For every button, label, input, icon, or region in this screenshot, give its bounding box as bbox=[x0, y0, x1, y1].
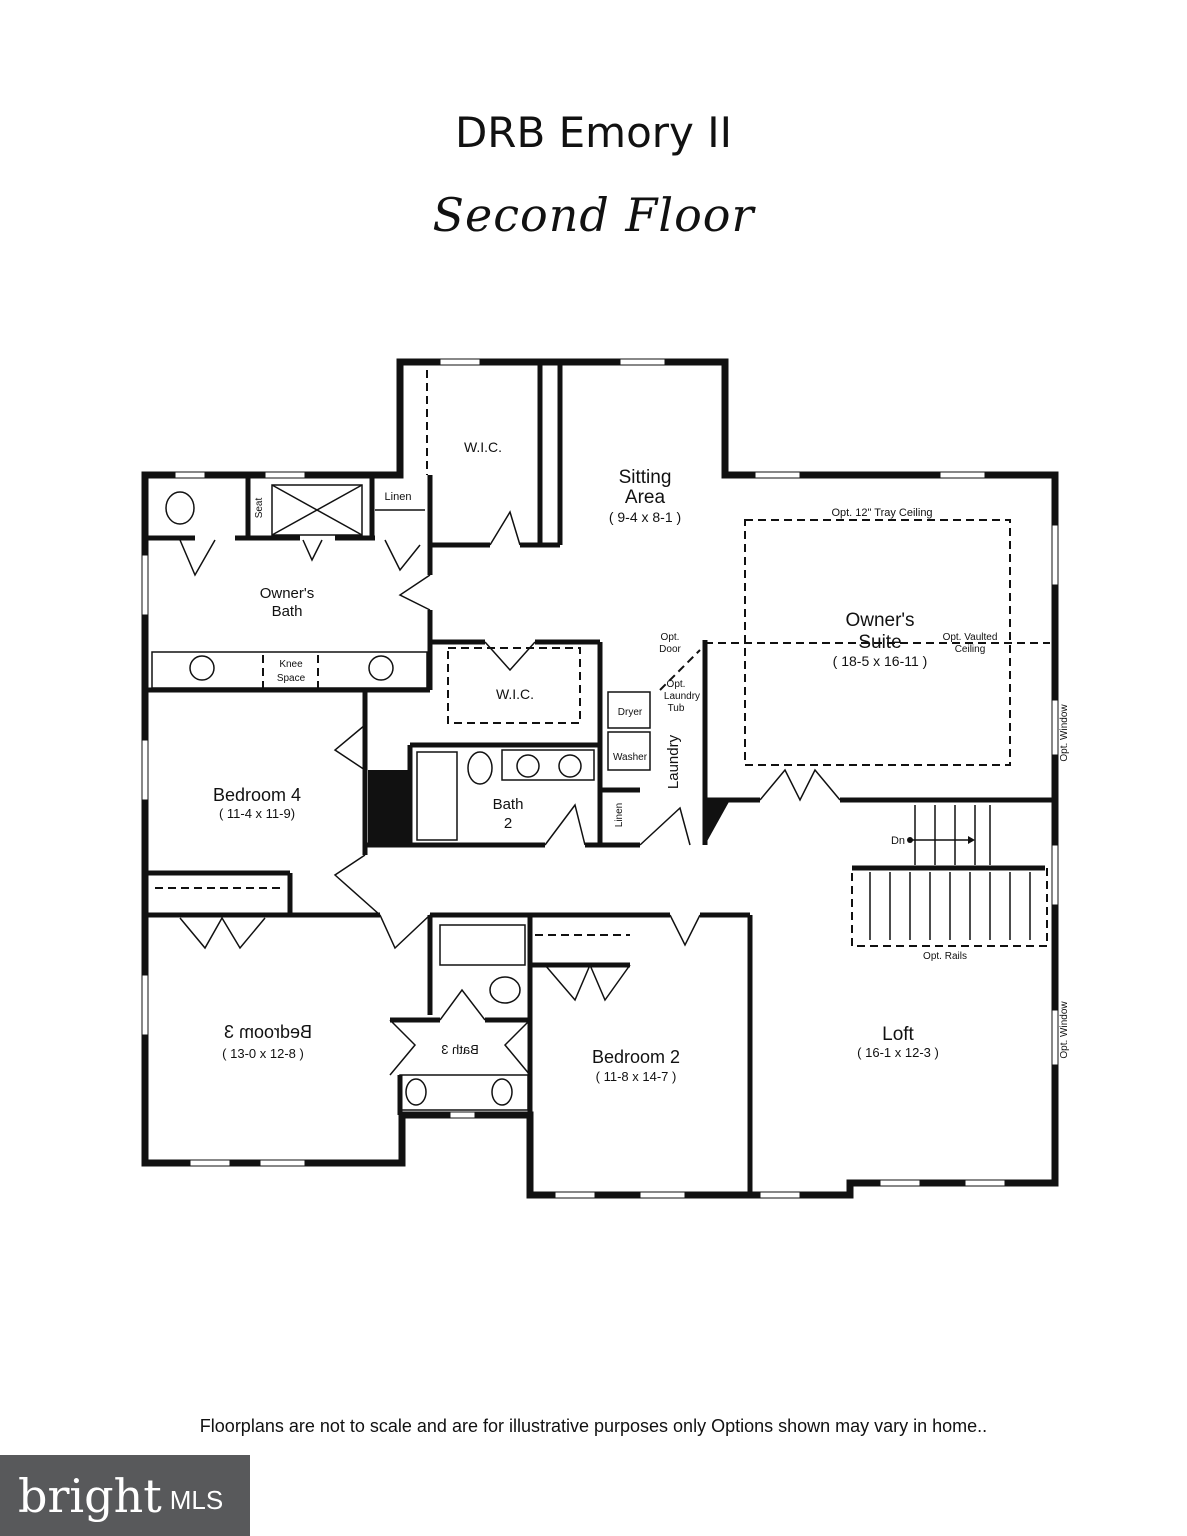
label-bedroom-4-dims: ( 11-4 x 11-9) bbox=[219, 806, 295, 821]
staircase bbox=[851, 805, 1048, 947]
label-bedroom-3: Bedroom 3 bbox=[224, 1022, 312, 1042]
doors bbox=[179, 510, 841, 1076]
label-owners-suite-2: Suite bbox=[858, 632, 901, 653]
label-owners-suite-dims: ( 18-5 x 16-11 ) bbox=[833, 653, 928, 669]
label-loft: Loft bbox=[882, 1024, 914, 1045]
label-sitting-area: Sitting bbox=[619, 467, 672, 488]
label-laundry-tub-2: Laundry bbox=[664, 691, 700, 702]
label-opt-door: Opt. bbox=[661, 632, 680, 643]
label-vaulted-2: Ceiling bbox=[955, 644, 986, 655]
label-loft-dims: ( 16-1 x 12-3 ) bbox=[857, 1045, 939, 1060]
label-knee-2: Space bbox=[277, 673, 306, 684]
bright-mls-logo: bright MLS bbox=[0, 1455, 250, 1536]
label-wic-mid: W.I.C. bbox=[496, 686, 534, 702]
label-opt-rails: Opt. Rails bbox=[923, 951, 967, 962]
label-laundry: Laundry bbox=[665, 734, 682, 789]
room-labels: W.I.C. Sitting Area ( 9-4 x 8-1 ) Opt. 1… bbox=[213, 439, 1070, 1084]
logo-suffix: MLS bbox=[169, 1485, 224, 1515]
plan-title: DRB Emory II bbox=[454, 108, 733, 157]
label-bedroom-2-dims: ( 11-8 x 14-7 ) bbox=[596, 1069, 677, 1084]
label-bedroom-2: Bedroom 2 bbox=[592, 1047, 680, 1067]
label-opt-window-2: Opt. Window bbox=[1059, 1001, 1070, 1059]
floor-subtitle: Second Floor bbox=[432, 188, 755, 242]
label-laundry-tub-3: Tub bbox=[668, 703, 685, 714]
label-bath-2: Bath bbox=[493, 796, 524, 813]
label-bedroom-4: Bedroom 4 bbox=[213, 785, 301, 805]
label-washer: Washer bbox=[613, 752, 648, 763]
label-owners-suite: Owner's bbox=[845, 610, 914, 631]
logo-brand: bright bbox=[18, 1468, 162, 1523]
interior-walls bbox=[145, 365, 1055, 1195]
label-owners-bath-2: Bath bbox=[272, 603, 303, 620]
label-sitting-dims: ( 9-4 x 8-1 ) bbox=[609, 509, 681, 525]
label-linen-mid: Linen bbox=[614, 803, 625, 827]
label-sitting-area-2: Area bbox=[625, 487, 666, 508]
exterior-walls bbox=[141, 358, 1059, 1199]
label-bath-3: Bath 3 bbox=[441, 1042, 479, 1057]
label-bedroom-3-dims: ( 13-0 x 12-8 ) bbox=[222, 1046, 304, 1061]
label-tray-ceiling: Opt. 12" Tray Ceiling bbox=[831, 507, 932, 519]
label-laundry-tub: Opt. bbox=[667, 679, 686, 690]
label-opt-door-2: Door bbox=[659, 644, 681, 655]
label-wic-top: W.I.C. bbox=[464, 439, 502, 455]
windows bbox=[141, 358, 1059, 1199]
label-opt-window-1: Opt. Window bbox=[1059, 704, 1070, 762]
disclaimer: Floorplans are not to scale and are for … bbox=[199, 1416, 988, 1436]
label-vaulted: Opt. Vaulted bbox=[943, 632, 998, 643]
label-owners-bath: Owner's bbox=[260, 585, 315, 602]
label-linen-top: Linen bbox=[385, 491, 412, 503]
label-knee: Knee bbox=[279, 659, 303, 670]
label-seat: Seat bbox=[254, 497, 265, 518]
label-dryer: Dryer bbox=[618, 707, 643, 718]
label-dn: Dn bbox=[891, 835, 905, 847]
label-bath-2-num: 2 bbox=[504, 815, 512, 832]
